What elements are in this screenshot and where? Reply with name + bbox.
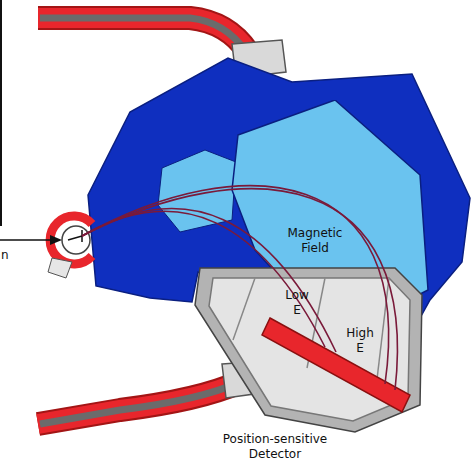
detector-housing: Low E High E Position-sensitive Detector <box>185 258 430 474</box>
coil-core <box>40 18 246 52</box>
panel-divider <box>307 278 325 368</box>
detector-caption: Position-sensitive Detector <box>205 432 345 462</box>
target-foil <box>68 236 82 240</box>
target-foil <box>81 230 83 242</box>
region-label: Magnetic Field <box>280 226 350 256</box>
panel-divider <box>233 278 255 340</box>
detector-frame <box>195 268 422 432</box>
beam-arrow <box>0 239 54 241</box>
coil-core <box>40 382 240 424</box>
target-circle <box>62 226 90 254</box>
energy-label: High E <box>343 326 377 356</box>
coil-outer <box>38 18 248 52</box>
energy-label: Low E <box>280 288 314 318</box>
coil-outer <box>38 382 240 424</box>
beam-arrowhead <box>50 235 62 245</box>
panel-divider <box>375 278 389 396</box>
target-chamber <box>50 216 92 264</box>
magnet-lens-gap <box>158 150 236 232</box>
detector-panel <box>209 278 410 421</box>
coil-red <box>38 382 240 424</box>
coil-red <box>38 18 248 52</box>
edge-line <box>0 0 2 226</box>
beam-label: n <box>1 248 9 263</box>
chamber-port <box>48 258 72 278</box>
